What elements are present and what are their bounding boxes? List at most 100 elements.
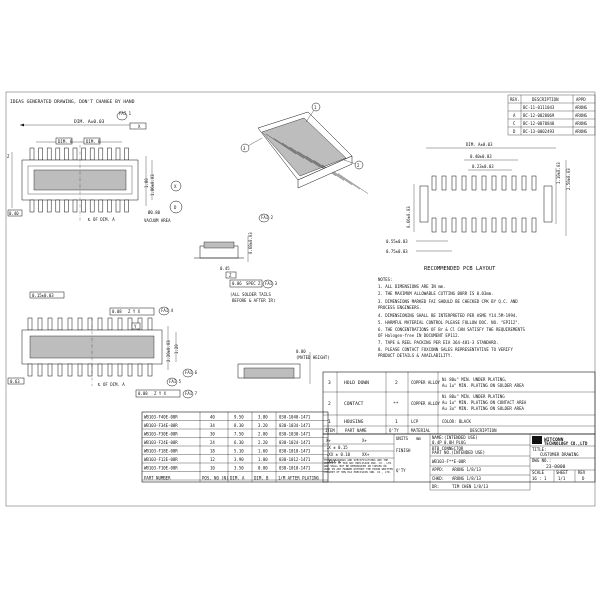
isometric-view: 3 1 2 xyxy=(240,102,369,194)
vacuum-note: VACUUM AREA xyxy=(144,218,171,223)
part-table-header: DIM. A xyxy=(230,476,245,481)
title-label: TITLE: xyxy=(532,447,546,452)
dim-a-label: DIM. A±0.03 xyxy=(74,119,105,125)
pcb-pad xyxy=(431,217,437,233)
part-table-cell: 030-1034-1471 xyxy=(279,423,311,428)
centerline-note: ℄ OF DIM. A xyxy=(87,217,115,222)
contact-lead xyxy=(47,363,53,377)
part-table-cell: 24 xyxy=(210,440,215,445)
notes-block: NOTES: 1. ALL DIMENSIONS ARE IN mm. 2. T… xyxy=(378,277,525,358)
note-line: PRODUCT DETAILS & AVAILABILITY. xyxy=(378,353,453,358)
x-callout xyxy=(170,180,182,192)
pcb-pad xyxy=(471,175,477,191)
title-block: UNITS mm X+ X+ .X ± 0.15 .XX ± 0.10 XX+ … xyxy=(322,433,596,491)
contact-lead xyxy=(97,363,103,377)
pcb-dim-1-10: 1.10±0.03 xyxy=(556,162,561,184)
contact-lead xyxy=(72,199,78,213)
pcb-dim-0-55: 0.55±0.03 xyxy=(386,239,408,244)
bom-name: HOLD DOWN xyxy=(344,380,369,386)
iso-contact xyxy=(289,147,321,168)
part-table-cell: 18 xyxy=(210,449,215,454)
bom-desc: Au 1u" MIN. PLATING ON SOLDER AREA xyxy=(442,383,524,388)
fai-7: FAI 7 xyxy=(185,391,198,396)
note-line: OF Halogen-free IN DOCUMENT EP112. xyxy=(378,333,460,338)
part-table-cell: WB103-F24E-08R xyxy=(144,440,178,445)
dim-0-40: 0.40 xyxy=(9,211,19,216)
company-name: WITCONN xyxy=(544,437,564,443)
contact-lead xyxy=(67,363,73,377)
note-line: 3. DIMENSIONS MARKED FAI SHOULD BE CHECK… xyxy=(378,299,518,304)
part-table-cell: 1.60 xyxy=(258,449,268,454)
bom-header-desc: DESCRIPTION xyxy=(470,428,497,433)
top-view: DIM. A±0.03 FAI 1 X DIM. B DIM. B Z 0.40… xyxy=(7,111,183,223)
disclaimer: THESE DRAWINGS AND SPECIFICATIONS ARE TH… xyxy=(324,459,393,475)
contact-lead xyxy=(55,199,61,213)
part-table-cell: 3.50 xyxy=(234,466,244,471)
tol-x: X+ xyxy=(326,438,331,443)
finish-label: FINISH xyxy=(396,448,411,453)
contact-lead xyxy=(87,363,93,377)
pcb-pad xyxy=(511,217,517,233)
appd-header: APPD xyxy=(576,97,586,102)
header-note: IDEAS GENERATED DRAWING, DON'T CHANGE BY… xyxy=(10,99,135,105)
part-table-cell: 30 xyxy=(210,432,215,437)
part-table-cell: 9.50 xyxy=(234,415,244,420)
units-value: mm xyxy=(416,436,421,441)
dim-0-15: 0.15±0.03 xyxy=(32,293,54,298)
detail-d: D xyxy=(174,205,177,210)
contact-lead xyxy=(57,363,63,377)
fai-6: FAI 6 xyxy=(185,370,198,375)
revision-table: REV. DESCRIPTION APPD BC-11-0111043 ARON… xyxy=(507,94,596,136)
sheet-value: 1/1 xyxy=(558,476,566,481)
company-name-2: TECHNOLOGY CO.,LTD xyxy=(544,441,588,446)
bottom-centerline: ℄ OF DIM. A xyxy=(97,382,125,387)
spec-z-value: 0.06 xyxy=(232,281,242,286)
contact-lead xyxy=(107,363,113,377)
contact-lead xyxy=(89,199,95,213)
chkd-label: CHKD: xyxy=(432,476,444,481)
contact-lead xyxy=(37,317,43,331)
top-leads xyxy=(29,147,129,161)
contact-lead xyxy=(127,317,133,331)
pcb-dim-0-75: 0.75±0.03 xyxy=(386,249,408,254)
bom-item: 3 xyxy=(328,380,331,386)
contact-lead xyxy=(77,363,83,377)
part-value: WB103-F**E-08R xyxy=(432,459,466,464)
part-table-cell: 030-1018-1471 xyxy=(279,449,311,454)
fai-3: FAI 3 xyxy=(265,281,278,286)
fai-2: FAI 2 xyxy=(261,215,274,220)
bom-material: COPPER ALLOY xyxy=(411,401,440,406)
part-table-cell: 030-1010-1471 xyxy=(279,466,311,471)
note-line: 7. TAPE & REEL PACKING PER EIA 364-481-3… xyxy=(378,340,498,345)
dim-2-20: 2.20±0.03 xyxy=(166,340,171,362)
part-table-cell: 6.30 xyxy=(234,440,244,445)
bom-material: LCP xyxy=(411,419,419,424)
mated-height: 0.80 xyxy=(296,349,306,354)
pcb-dim-2-50: 2.50±0.03 xyxy=(566,168,571,190)
note-line: 8. PLEASE CONTACT FOXCONN SALES REPRESEN… xyxy=(378,347,513,352)
contact-lead xyxy=(115,147,121,161)
contact-lead xyxy=(38,199,43,213)
appd-label: APPD: xyxy=(432,467,444,472)
datum-z-top: Z xyxy=(7,154,10,159)
pcb-pad xyxy=(441,217,447,233)
contact-lead xyxy=(46,199,52,213)
bom-header-item: ITEM xyxy=(325,428,335,433)
pcb-pad xyxy=(441,175,447,191)
contact-lead xyxy=(137,363,143,377)
bom-header-qty: Q'TY xyxy=(389,428,399,433)
pcb-pad xyxy=(481,217,487,233)
rev-cell: A xyxy=(513,113,516,118)
pcb-pad xyxy=(531,175,537,191)
note-line: 5. HARMFUL MATERIAL CONTROL PLEASE FOLLO… xyxy=(378,320,520,325)
datum-x: X xyxy=(138,124,141,129)
title-value: CUSTOMER DRAWING xyxy=(540,452,579,457)
bom-qty: ** xyxy=(393,401,399,407)
contact-lead xyxy=(124,199,129,213)
pcb-pad xyxy=(521,175,527,191)
spec-z-label: SPEC Z xyxy=(246,281,261,286)
mated-note: (MATED HEIGHT) xyxy=(296,355,330,360)
name-label: NAME:(INTENDED USE) xyxy=(432,435,478,440)
fai-5: FAI 5 xyxy=(169,379,182,384)
